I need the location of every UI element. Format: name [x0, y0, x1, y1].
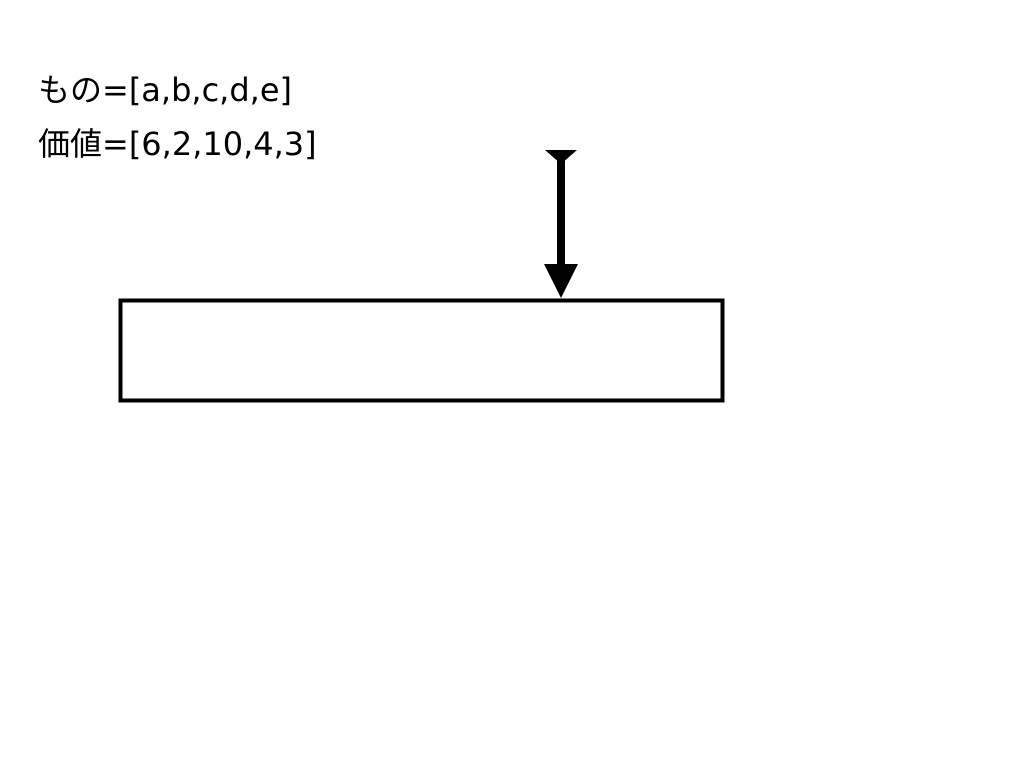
items-definition-text: もの=[a,b,c,d,e] — [38, 71, 292, 109]
empty-box — [118, 298, 725, 403]
arrow-shaft — [557, 156, 565, 268]
values-definition-text: 価値=[6,2,10,4,3] — [38, 125, 317, 163]
arrow-head — [544, 264, 578, 298]
down-arrow-icon — [544, 150, 578, 298]
